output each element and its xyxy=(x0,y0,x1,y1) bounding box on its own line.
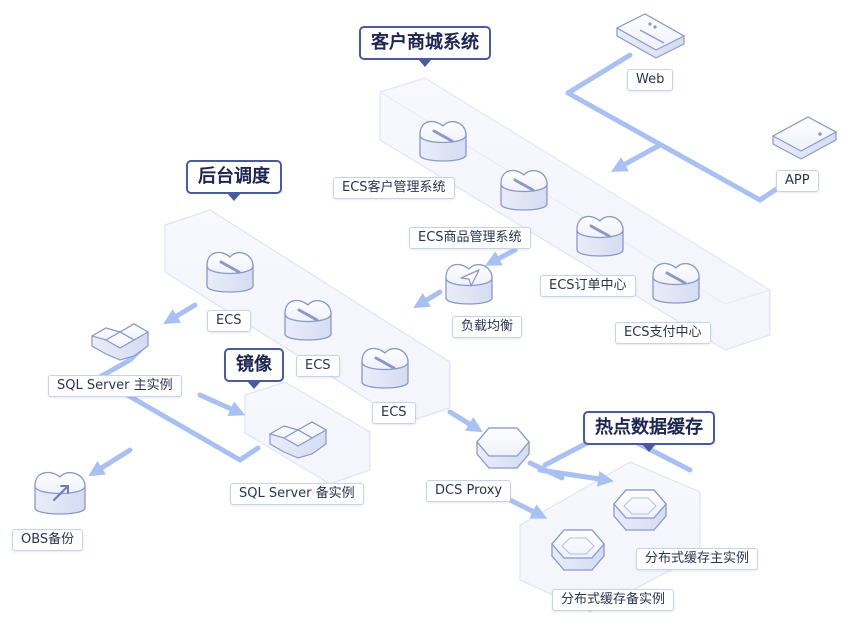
ecs-2-cloud-icon xyxy=(284,299,332,341)
label-sql-standby: SQL Server 备实例 xyxy=(230,483,364,505)
cache-standby-icon xyxy=(551,529,605,571)
label-ecs-2: ECS xyxy=(296,355,340,377)
ecs-order-cloud-icon xyxy=(576,215,624,257)
ecs-product-cloud-icon xyxy=(500,169,548,211)
label-ecs-customer: ECS客户管理系统 xyxy=(333,177,455,199)
web-browser-icon xyxy=(615,13,686,59)
label-cache-standby: 分布式缓存备实例 xyxy=(552,589,675,611)
dcs-proxy-icon xyxy=(476,427,530,469)
title-hot-cache: 热点数据缓存 xyxy=(583,411,715,452)
title-backend: 后台调度 xyxy=(186,160,282,201)
sql-standby-db-icon xyxy=(268,421,328,459)
label-app: APP xyxy=(776,170,819,192)
cache-primary-icon xyxy=(613,489,667,531)
label-obs-backup: OBS备份 xyxy=(12,529,84,551)
label-cache-primary: 分布式缓存主实例 xyxy=(636,548,759,570)
label-ecs-order: ECS订单中心 xyxy=(540,275,636,297)
label-ecs-3: ECS xyxy=(372,402,416,424)
obs-backup-icon xyxy=(34,471,86,515)
title-customer-mall: 客户商城系统 xyxy=(359,26,491,67)
sql-primary-db-icon xyxy=(90,323,150,361)
ecs-3-cloud-icon xyxy=(361,347,409,389)
label-ecs-payment: ECS支付中心 xyxy=(615,322,711,344)
label-load-balancer: 负载均衡 xyxy=(452,316,523,338)
label-web: Web xyxy=(627,69,674,91)
label-dcs-proxy: DCS Proxy xyxy=(426,480,512,502)
label-ecs-product: ECS商品管理系统 xyxy=(409,227,531,249)
platform-customer-mall xyxy=(378,77,772,351)
load-balancer-icon xyxy=(445,263,493,305)
ecs-payment-cloud-icon xyxy=(652,262,700,304)
label-sql-primary: SQL Server 主实例 xyxy=(48,375,182,397)
mobile-app-icon xyxy=(771,116,838,160)
ecs-1-cloud-icon xyxy=(206,251,254,293)
ecs-customer-cloud-icon xyxy=(419,120,467,162)
label-ecs-1: ECS xyxy=(207,310,251,332)
title-mirror: 镜像 xyxy=(224,348,284,389)
